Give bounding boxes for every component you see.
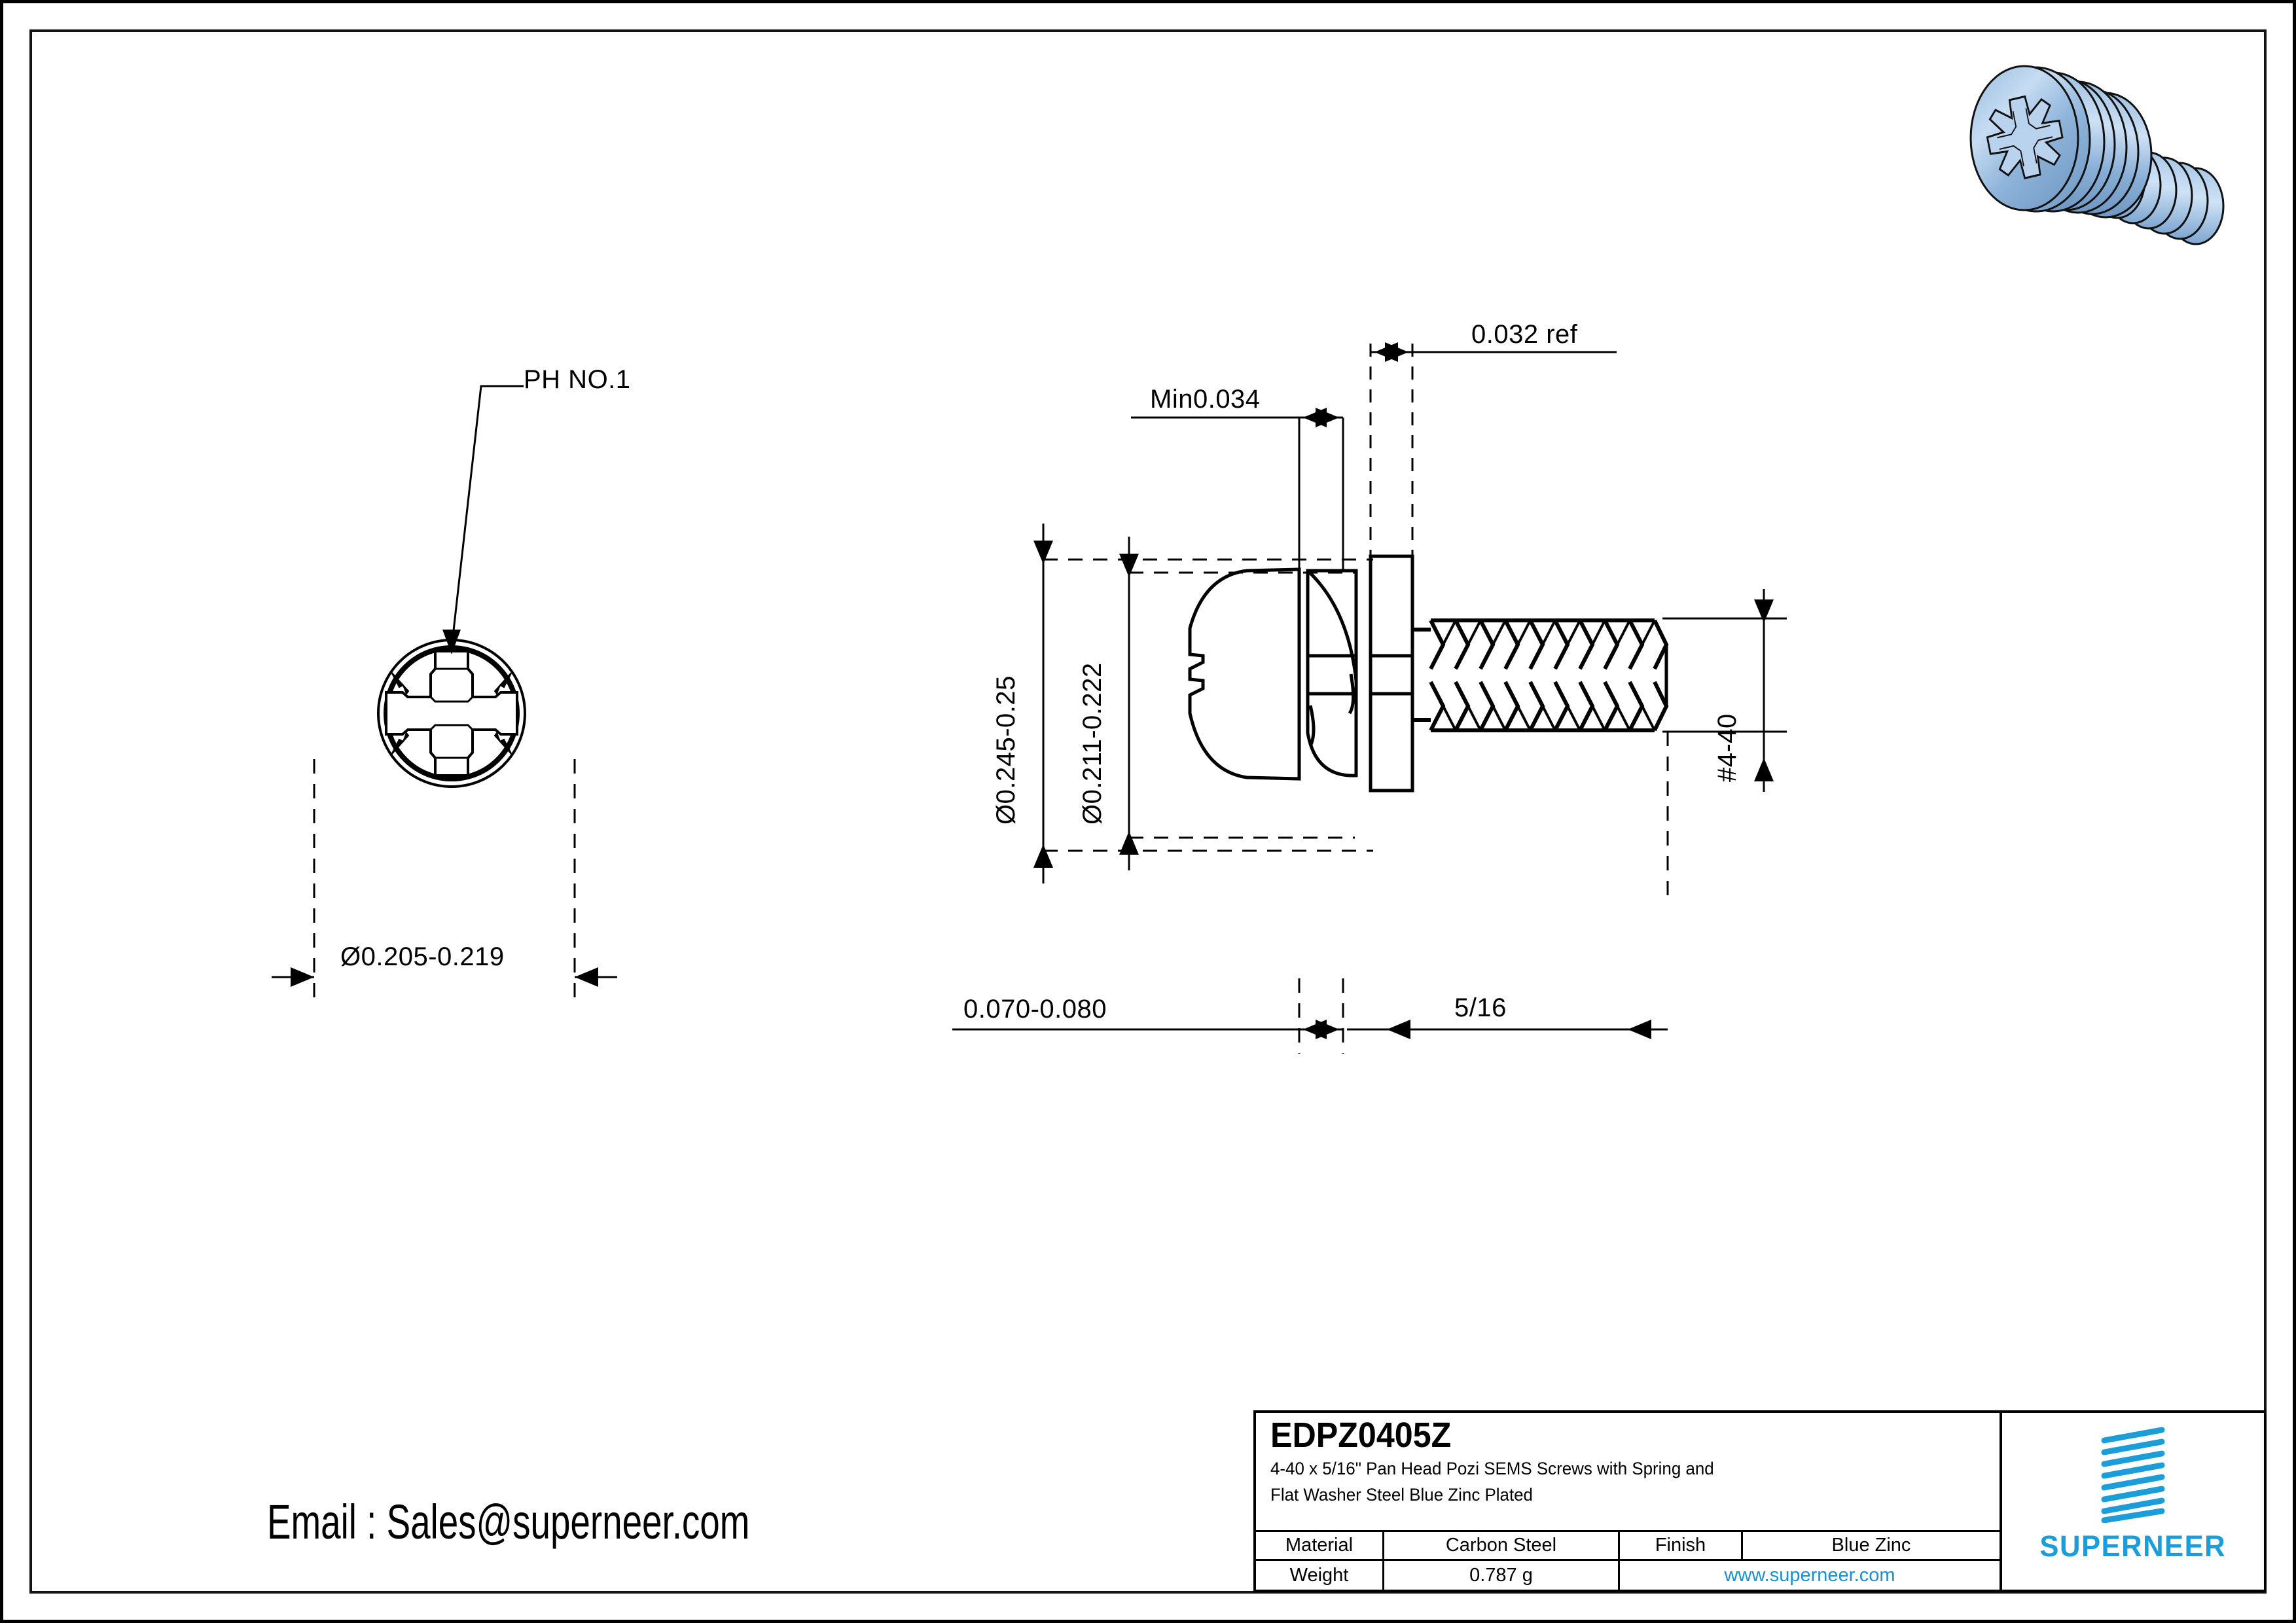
- dim-text-head-dia: Ø0.211-0.222: [1078, 662, 1107, 825]
- dim-text-washer-dia: Ø0.245-0.25: [992, 675, 1020, 825]
- dim-head-diameter: [1119, 537, 1355, 870]
- dim-text-head-height: 0.070-0.080: [963, 995, 1107, 1024]
- dim-text-front-head-dia: Ø0.205-0.219: [340, 942, 505, 971]
- email-text: Email : Sales@superneer.com: [267, 1495, 750, 1549]
- finish-label: Finish: [1620, 1532, 1743, 1559]
- website-link[interactable]: www.superneer.com: [1724, 1564, 1895, 1586]
- dim-recess-depth: [1131, 408, 1344, 571]
- part-number: EDPZ0405Z: [1270, 1416, 1452, 1455]
- spec-row-weight: Weight 0.787 g www.superneer.com: [1256, 1561, 2000, 1590]
- spring-washer-profile: [1306, 569, 1358, 777]
- callout-ph-no-1: PH NO.1: [524, 365, 631, 394]
- title-block: EDPZ0405Z 4-40 x 5/16" Pan Head Pozi SEM…: [1253, 1410, 2267, 1592]
- spec-row-material: Material Carbon Steel Finish Blue Zinc: [1256, 1532, 2000, 1561]
- drawing-frame: [29, 29, 2267, 1594]
- dim-washer-diameter: [1033, 524, 1373, 883]
- pozi-recess-symbol: [385, 650, 518, 777]
- dim-thread-spec: [1662, 589, 1787, 903]
- dim-text-recess-depth: Min0.034: [1150, 385, 1261, 414]
- dim-washer-thickness: [1369, 342, 1617, 560]
- brand-logo-cell: SUPERNEER: [2002, 1413, 2264, 1590]
- recess-leader-line: [442, 385, 524, 654]
- front-dimension-lines: [272, 759, 617, 1001]
- title-block-description: EDPZ0405Z 4-40 x 5/16" Pan Head Pozi SEM…: [1256, 1413, 2000, 1532]
- flat-washer-profile: [1369, 554, 1414, 793]
- superneer-logo-icon: [2101, 1427, 2165, 1523]
- weight-value: 0.787 g: [1384, 1561, 1620, 1590]
- weight-label: Weight: [1256, 1561, 1384, 1590]
- title-block-left: EDPZ0405Z 4-40 x 5/16" Pan Head Pozi SEM…: [1256, 1413, 2002, 1590]
- dim-text-thread-length: 5/16: [1454, 993, 1507, 1022]
- finish-value: Blue Zinc: [1831, 1535, 1911, 1556]
- title-block-spec-rows: Material Carbon Steel Finish Blue Zinc W…: [1256, 1532, 2000, 1590]
- screw-3d-render: [1969, 65, 2225, 245]
- threaded-shank: [1412, 618, 1669, 732]
- dim-bottom-row: [952, 978, 1668, 1054]
- render-pozi-recess: [1986, 95, 2064, 179]
- part-description-line-2: Flat Washer Steel Blue Zinc Plated: [1270, 1485, 1533, 1505]
- part-description-line-1: 4-40 x 5/16" Pan Head Pozi SEMS Screws w…: [1270, 1458, 1714, 1478]
- brand-wordmark: SUPERNEER: [2039, 1529, 2227, 1563]
- dim-text-thread-spec: #4-40: [1713, 713, 1742, 782]
- pan-head-profile: [1188, 567, 1301, 781]
- material-value: Carbon Steel: [1384, 1532, 1620, 1559]
- dim-text-washer-thickness: 0.032 ref: [1471, 320, 1578, 349]
- material-label: Material: [1256, 1532, 1384, 1559]
